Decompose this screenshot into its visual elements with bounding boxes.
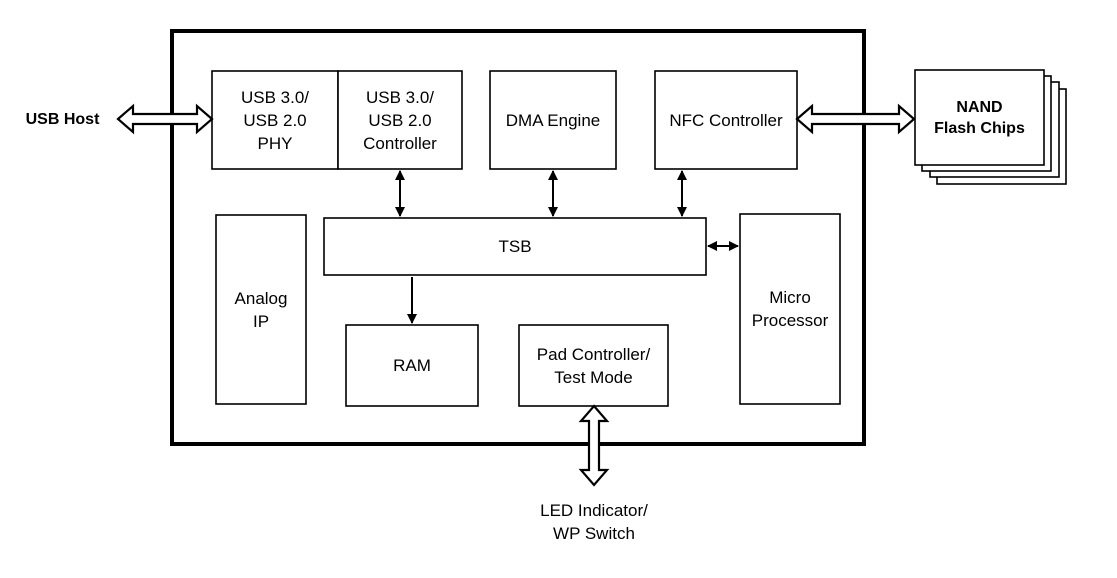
nfc-controller-label: NFC Controller [669,110,783,130]
usb-phy-box [211,70,339,170]
pad-controller-box [518,324,669,407]
ram-label: RAM [393,356,431,375]
tsb-box [323,217,707,276]
ram-box [345,324,479,407]
nand-double-arrow [795,103,916,135]
led-wp-label: LED Indicator/ WP Switch [540,501,648,543]
micro-processor-box [739,213,841,405]
led-double-arrow [578,404,610,487]
nfc-controller-box [654,70,798,170]
usb-host-label: USB Host [25,110,100,128]
nand-stack [914,69,1067,185]
analog-ip-box [215,214,307,405]
pad-controller-label: Pad Controller/ Test Mode [536,344,651,387]
analog-ip-label: Analog IP [234,288,288,331]
usb-controller-label: USB 3.0/ USB 2.0 Controller [363,87,437,153]
usb-host-double-arrow [116,103,214,135]
usb-controller-box [337,70,463,170]
tsb-label: TSB [498,237,532,256]
micro-processor-label: Micro Processor [751,288,829,330]
chip-boundary [170,29,866,446]
dma-engine-box [489,70,617,170]
usb-phy-label: USB 3.0/ USB 2.0 PHY [240,87,310,153]
nand-label: NAND Flash Chips [934,98,1025,137]
dma-engine-label: DMA Engine [505,110,601,130]
